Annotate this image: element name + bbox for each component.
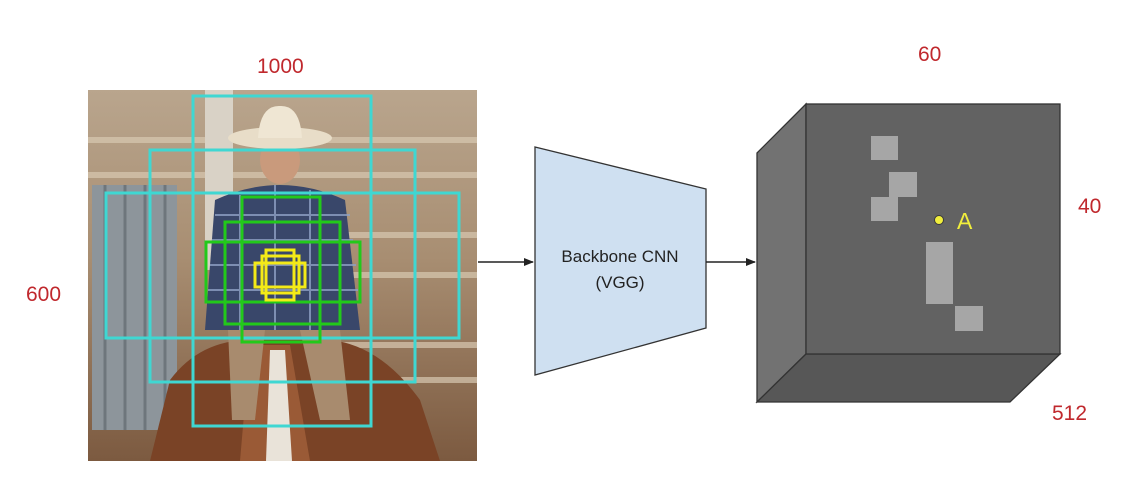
anchor-box (264, 248, 296, 302)
image-height-label: 600 (26, 283, 62, 306)
anchor-boxes-small (253, 248, 307, 302)
image-width-label: 1000 (257, 55, 304, 78)
map-width-label: 60 (918, 43, 942, 66)
cnn-label-line1: Backbone CNN (561, 247, 678, 266)
cnn-label-line2: (VGG) (595, 273, 644, 292)
input-image (88, 90, 477, 461)
anchor-box (260, 254, 301, 295)
feature-cell (889, 172, 917, 197)
anchor-box (204, 240, 362, 304)
cube-bottom-face (755, 353, 1062, 403)
cowboy-hat-crown (258, 105, 302, 138)
anchor-boxes-large (104, 94, 461, 428)
map-height-label: 40 (1078, 195, 1102, 218)
cube-left-face (756, 102, 807, 404)
anchor-box (191, 94, 373, 428)
anchor-box (223, 220, 342, 326)
anchor-boxes-medium (204, 195, 362, 344)
feature-point-label: A (957, 208, 973, 234)
cube-front-face (805, 103, 1061, 355)
feature-map-cube: A (755, 102, 1062, 404)
cnn-block (534, 146, 707, 376)
feature-cell (871, 197, 898, 221)
feature-point-a (934, 215, 944, 225)
anchor-box (253, 261, 307, 289)
anchor-box (148, 148, 417, 384)
feature-cell (955, 306, 983, 331)
feature-cells (871, 136, 983, 331)
map-depth-label: 512 (1052, 402, 1088, 425)
anchor-box (240, 195, 322, 344)
feature-cell (871, 136, 898, 160)
feature-cell (926, 242, 953, 304)
anchor-box (104, 191, 461, 340)
